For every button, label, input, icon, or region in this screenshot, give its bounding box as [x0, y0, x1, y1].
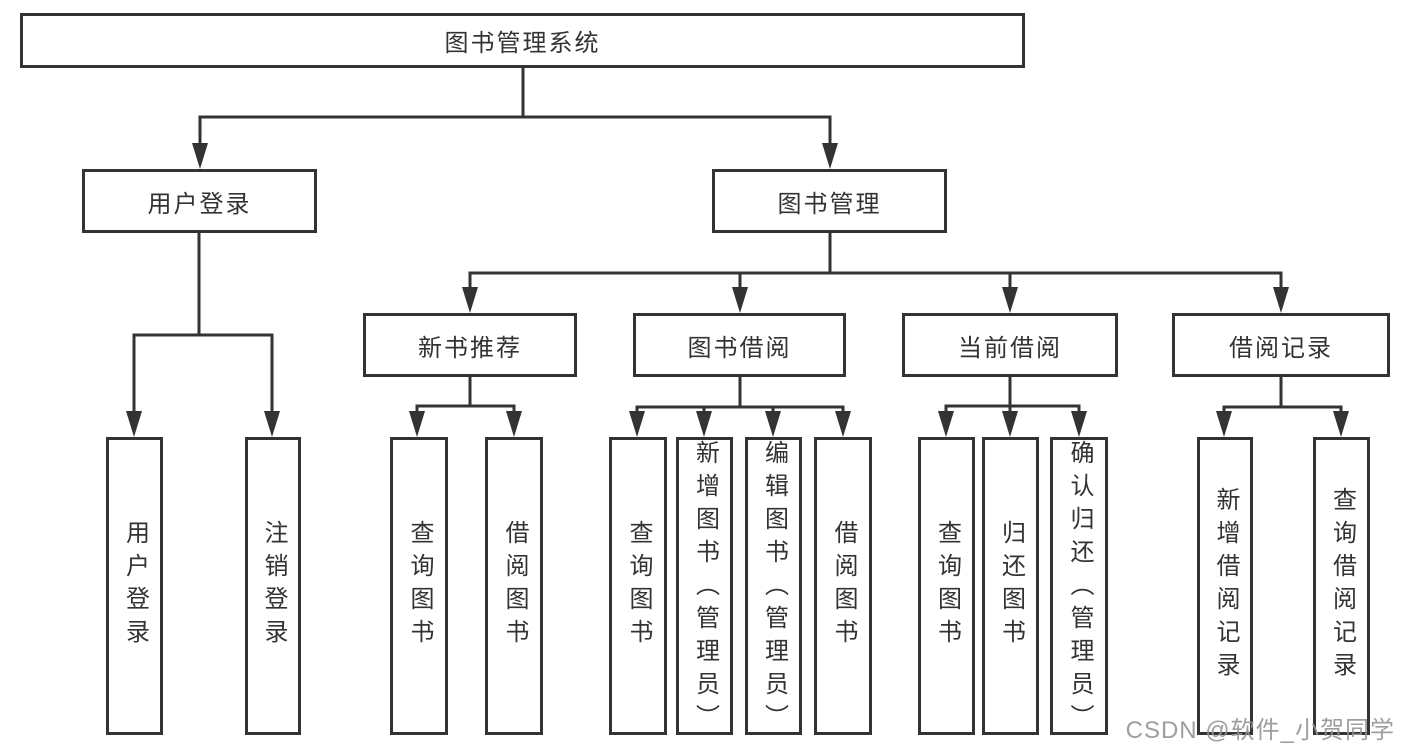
node-borrowing-records: 借阅记录 — [1172, 313, 1390, 377]
leaf-bb-add-books-admin: 新增图书（管理员） — [676, 437, 733, 737]
leaf-bb-add-books-admin-label: 新增图书（管理员） — [691, 440, 719, 737]
leaf-cb-query-books: 查询图书 — [918, 437, 975, 735]
leaf-br-add-record-label: 新增借阅记录 — [1212, 487, 1239, 685]
node-book-borrowing: 图书借阅 — [633, 313, 846, 377]
leaf-logout: 注销登录 — [245, 437, 301, 735]
node-book-management: 图书管理 — [712, 169, 947, 233]
leaf-br-add-record: 新增借阅记录 — [1197, 437, 1253, 735]
leaf-br-query-record: 查询借阅记录 — [1313, 437, 1370, 735]
leaf-nbr-query-books: 查询图书 — [390, 437, 448, 735]
leaf-br-query-record-label: 查询借阅记录 — [1328, 487, 1356, 685]
node-book-borrowing-label: 图书借阅 — [687, 334, 792, 362]
watermark: CSDN @软件_小贺同学 — [1125, 717, 1395, 744]
leaf-cb-confirm-return-admin: 确认归还（管理员） — [1050, 437, 1108, 737]
leaf-bb-query-books: 查询图书 — [609, 437, 667, 735]
node-current-borrowing: 当前借阅 — [902, 313, 1118, 377]
leaf-bb-edit-books-admin-label: 编辑图书（管理员） — [760, 440, 788, 737]
node-new-book-recommend: 新书推荐 — [363, 313, 577, 377]
leaf-cb-return-books-label: 归还图书 — [997, 520, 1025, 652]
leaf-bb-borrow-books-label: 借阅图书 — [830, 520, 857, 652]
leaf-bb-edit-books-admin: 编辑图书（管理员） — [745, 437, 802, 737]
node-new-book-recommend-label: 新书推荐 — [418, 334, 522, 362]
node-user-login: 用户登录 — [82, 169, 317, 233]
node-user-login-label: 用户登录 — [147, 190, 252, 218]
leaf-logout-label: 注销登录 — [260, 520, 287, 652]
leaf-bb-query-books-label: 查询图书 — [625, 520, 652, 652]
arrowheads — [126, 143, 1349, 437]
node-book-management-label: 图书管理 — [777, 190, 882, 218]
leaf-cb-query-books-label: 查询图书 — [933, 520, 961, 652]
leaf-cb-confirm-return-admin-label: 确认归还（管理员） — [1066, 440, 1093, 737]
node-current-borrowing-label: 当前借阅 — [958, 334, 1062, 362]
leaf-nbr-borrow-books: 借阅图书 — [485, 437, 543, 735]
node-root-system-label: 图书管理系统 — [444, 30, 601, 57]
node-root-system: 图书管理系统 — [20, 13, 1025, 68]
leaf-user-login: 用户登录 — [106, 437, 163, 735]
leaf-cb-return-books: 归还图书 — [982, 437, 1039, 735]
leaf-nbr-borrow-books-label: 借阅图书 — [501, 520, 528, 652]
node-borrowing-records-label: 借阅记录 — [1229, 334, 1333, 362]
leaf-nbr-query-books-label: 查询图书 — [406, 520, 433, 652]
leaf-bb-borrow-books: 借阅图书 — [814, 437, 872, 735]
leaf-user-login-label: 用户登录 — [121, 520, 149, 652]
